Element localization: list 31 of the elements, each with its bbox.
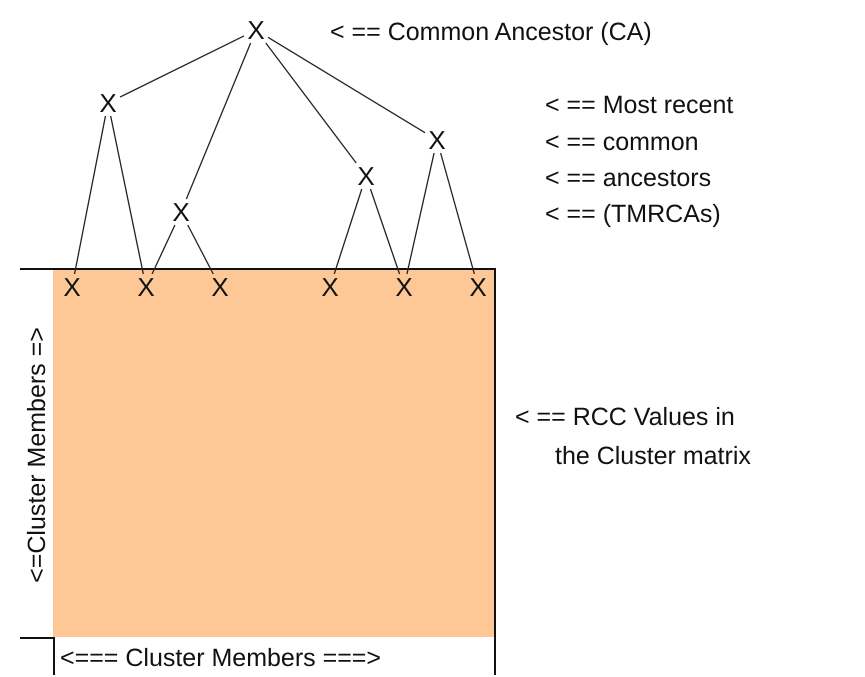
tree-node-mark: X xyxy=(466,274,490,300)
tree-node-mark: X xyxy=(354,163,378,189)
tree-branch xyxy=(151,224,176,274)
tree-node-mark: X xyxy=(96,90,120,116)
tree-node-mark: X xyxy=(134,274,158,300)
tree-branch xyxy=(370,188,400,274)
tree-branch xyxy=(74,116,106,274)
annotation-text: < == RCC Values in the Cluster matrix xyxy=(515,402,752,472)
tree-node-mark: X xyxy=(318,274,342,300)
tree-node-mark: X xyxy=(169,199,193,225)
annotation-text: < == (TMRCAs) xyxy=(545,199,721,230)
tree-branch xyxy=(406,152,435,274)
tree-branch xyxy=(440,152,475,274)
annotation-text: < == Most recent xyxy=(545,90,734,121)
tree-branch xyxy=(186,42,252,200)
tree-node-mark: X xyxy=(208,274,232,300)
annotation-text: < == ancestors xyxy=(545,163,712,194)
tree-node-mark: X xyxy=(425,127,449,153)
tree-branch xyxy=(334,188,362,274)
tree-branch xyxy=(110,116,144,274)
tree-node-mark: X xyxy=(244,17,268,43)
axis-label: <=Cluster Members => xyxy=(22,327,52,583)
annotation-text: < == Common Ancestor (CA) xyxy=(330,17,652,48)
tree-branch xyxy=(268,36,426,134)
tree-branch xyxy=(265,42,357,164)
annotation-text: < == common xyxy=(545,127,699,158)
axis-label: <=== Cluster Members ===> xyxy=(60,643,382,674)
tree-branch xyxy=(120,35,244,98)
tree-branch xyxy=(187,224,214,274)
tree-node-mark: X xyxy=(392,274,416,300)
tree-node-mark: X xyxy=(60,274,84,300)
